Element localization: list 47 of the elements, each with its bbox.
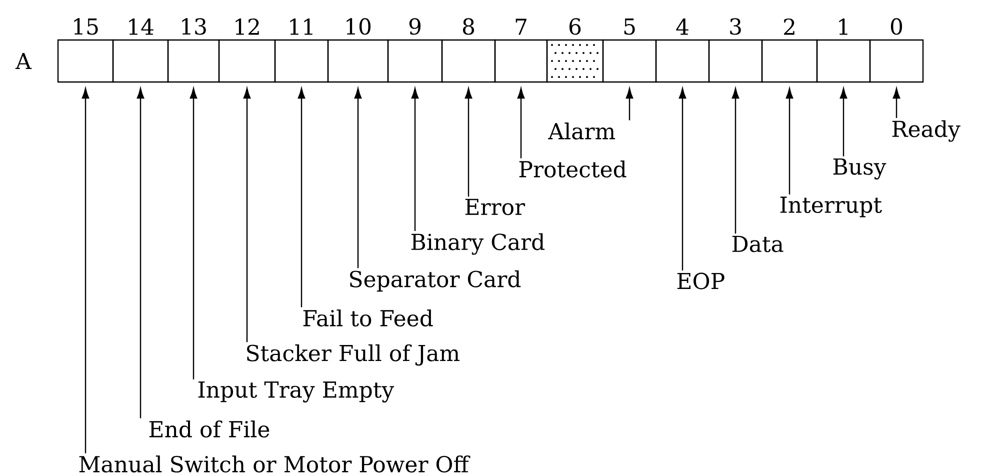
arrow xyxy=(354,88,362,268)
status-label: Separator Card xyxy=(350,270,521,292)
status-label: Error xyxy=(465,198,526,216)
status-label: Alarm xyxy=(548,122,616,140)
status-label: Input Tray Empty xyxy=(198,382,394,402)
bit-number: 15 xyxy=(74,18,98,35)
bit-number: 6 xyxy=(569,18,581,35)
arrow xyxy=(840,88,848,156)
bit-number: 12 xyxy=(236,18,259,35)
arrow xyxy=(786,88,794,194)
bit-number: 9 xyxy=(409,18,421,35)
bit-number: 11 xyxy=(290,18,312,35)
bit-number: 13 xyxy=(182,18,206,35)
arrow xyxy=(411,88,419,231)
arrow xyxy=(243,88,251,342)
register-name: A xyxy=(15,52,32,70)
status-label: Binary Card xyxy=(411,233,545,255)
status-label: EOP xyxy=(677,272,724,290)
status-label: Ready xyxy=(892,120,960,142)
arrow xyxy=(892,88,900,118)
bit-number: 8 xyxy=(462,18,474,35)
bit-number: 14 xyxy=(129,18,154,35)
bit-number: 4 xyxy=(676,18,688,35)
status-label: Data xyxy=(732,236,784,252)
status-label: Stacker Full of Jam xyxy=(247,344,460,366)
status-label: Fail to Feed xyxy=(303,309,433,326)
arrow xyxy=(732,88,740,234)
arrow xyxy=(136,88,144,418)
bit-number: 2 xyxy=(784,18,794,35)
arrow xyxy=(190,88,198,380)
bit-number: 5 xyxy=(624,18,635,35)
status-label: Protected xyxy=(519,160,626,178)
bit-number: 7 xyxy=(516,18,526,35)
arrow xyxy=(298,88,306,308)
status-label: Interrupt xyxy=(780,196,882,218)
bit-number: 10 xyxy=(346,18,371,35)
bit-number: 0 xyxy=(890,18,902,35)
arrow xyxy=(464,88,472,197)
arrow xyxy=(517,88,525,158)
arrow xyxy=(82,88,90,454)
arrow xyxy=(678,88,686,270)
status-label: Manual Switch or Motor Power Off xyxy=(79,455,470,472)
status-label: Busy xyxy=(833,158,886,180)
arrow xyxy=(626,88,634,120)
bit-number: 3 xyxy=(730,18,741,35)
bit-number: 1 xyxy=(839,18,848,35)
status-label: End of File xyxy=(149,420,270,438)
